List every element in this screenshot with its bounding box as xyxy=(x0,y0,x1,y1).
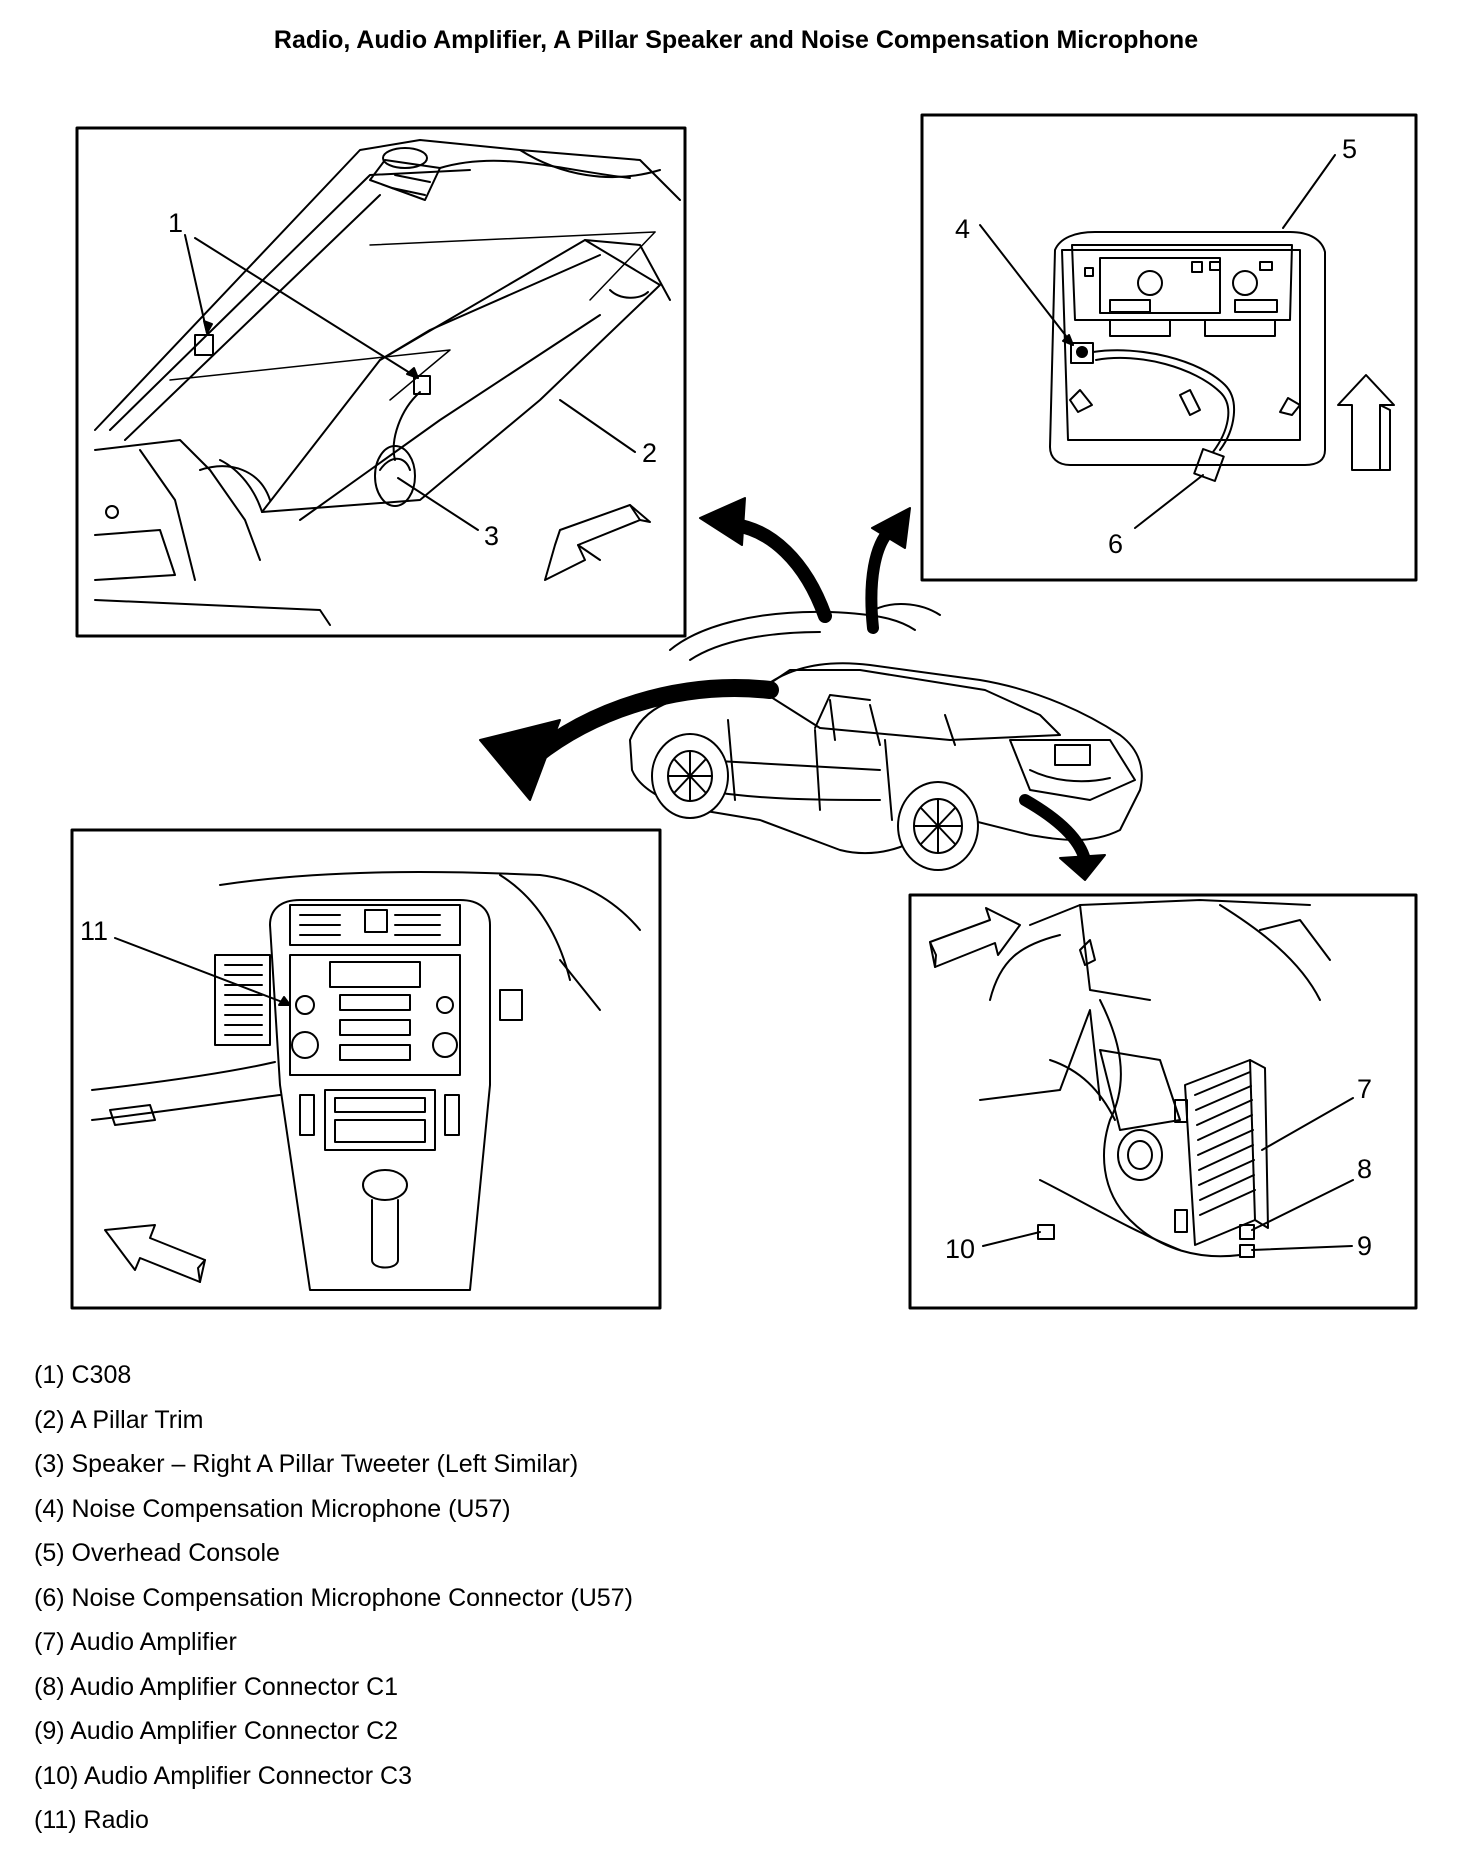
panel-amplifier: 7 8 9 10 xyxy=(908,893,1418,1310)
legend-item-4: (4) Noise Compensation Microphone (U57) xyxy=(34,1494,511,1523)
callout-9: 9 xyxy=(1357,1231,1372,1261)
panel-a-pillar: 1 2 3 xyxy=(75,126,687,638)
legend-list: (1) C308 (2) A Pillar Trim (3) Speaker –… xyxy=(34,1358,633,1848)
legend-item-3: (3) Speaker – Right A Pillar Tweeter (Le… xyxy=(34,1450,579,1478)
callout-11: 11 xyxy=(80,916,108,946)
legend-item-7: (7) Audio Amplifier xyxy=(34,1628,237,1656)
callout-5: 5 xyxy=(1342,134,1357,164)
legend-item-9: (9) Audio Amplifier Connector C2 xyxy=(34,1717,399,1745)
callout-8: 8 xyxy=(1357,1154,1372,1184)
diagram-title: Radio, Audio Amplifier, A Pillar Speaker… xyxy=(273,26,1199,54)
legend-item-8: (8) Audio Amplifier Connector C1 xyxy=(34,1672,399,1701)
callout-1: 1 xyxy=(168,208,183,238)
panel-radio: 11 xyxy=(70,828,662,1310)
callout-10: 10 xyxy=(945,1234,975,1264)
legend-item-11: (11) Radio xyxy=(34,1806,149,1834)
callout-4: 4 xyxy=(955,214,970,244)
legend-item-10: (10) Audio Amplifier Connector C3 xyxy=(34,1761,412,1790)
panel-overhead-console: 4 5 6 xyxy=(920,113,1418,582)
callout-6: 6 xyxy=(1108,529,1123,559)
legend-item-1: (1) C308 xyxy=(34,1361,132,1389)
legend-item-5: (5) Overhead Console xyxy=(34,1539,280,1567)
component-location-diagram: 1 2 3 xyxy=(70,113,1418,1310)
callout-7: 7 xyxy=(1357,1074,1372,1104)
vehicle-illustration xyxy=(479,497,1143,881)
callout-2: 2 xyxy=(642,438,657,468)
callout-3: 3 xyxy=(484,521,499,551)
legend-item-2: (2) A Pillar Trim xyxy=(34,1405,204,1434)
legend-item-6: (6) Noise Compensation Microphone Connec… xyxy=(34,1583,633,1612)
